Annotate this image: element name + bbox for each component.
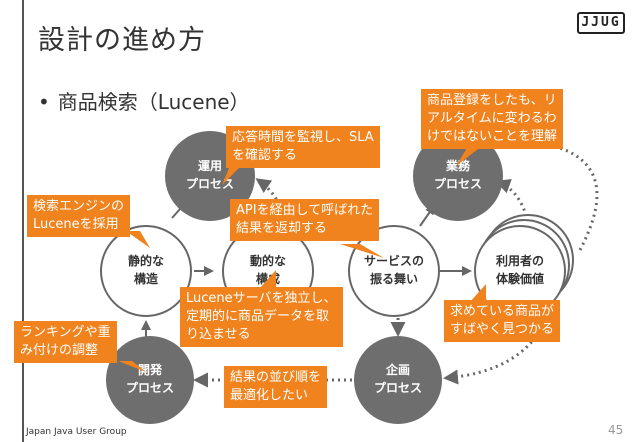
svg-text:利用者の体験価値: 利用者の体験価値 [496,253,544,286]
node-static-label-2: 構造 [134,271,159,286]
node-business-label-1: 業務 [445,158,471,173]
node-service-label-1: サービスの [364,253,424,268]
bullet-text: 商品検索（Lucene） [57,90,250,114]
node-planning-circle [354,336,442,424]
node-development-label-2: プロセス [126,380,174,395]
callout-find: 求めている商品が すばやく見つかる [444,300,561,342]
callout-ranking-pointer [118,361,146,372]
dotted-arrow-outer-loop [559,146,599,251]
callout-api: APIを経由して呼ばれた 結果を返却する [230,199,380,241]
svg-text:静的な構造: 静的な構造 [128,253,164,286]
node-development-circle [106,336,194,424]
callout-order: 結果の並び順を 最適化したい [224,366,328,408]
node-user-label-1: 利用者の [496,253,544,268]
callout-engine-line-1: 検索エンジンの [33,199,125,214]
callout-server-line-3: り込ませる [186,327,251,342]
callout-find-line-1: 求めている商品が [450,304,555,319]
dotted-arrow-dynamic-to-operation [255,178,286,223]
callout-sla: 応答時間を監視し、SLA を確認する [226,126,380,168]
node-static: 静的な構造 [100,225,192,317]
node-static-label-1: 静的な [128,253,164,268]
node-operation-label-1: 運用 [198,159,222,173]
callout-server-line-1: Luceneサーバを独立し、 [186,291,337,306]
callout-registration-line-1: 商品登録をしたも、リ [427,93,557,108]
svg-text:業務プロセス: 業務プロセス [434,158,482,191]
callout-server-pointer [260,270,276,288]
callout-sla-line-2: を確認する [232,148,298,163]
callout-engine: 検索エンジンの Luceneを採用 [27,195,131,237]
node-development: 開発プロセス [106,336,194,424]
bullet-dot-icon: • [38,90,50,114]
callout-server-line-2: 定期的に商品データを取 [186,309,330,324]
callout-order-line-1: 結果の並び順を [230,370,322,385]
bullet-item: • 商品検索（Lucene） [38,86,250,115]
svg-text:開発プロセス: 開発プロセス [126,362,174,395]
node-dynamic-label-1: 動的な [250,253,286,268]
node-business: 業務プロセス [413,131,503,221]
node-development-label-1: 開発 [138,362,163,377]
slide-title: 設計の進め方 [38,25,206,56]
callout-api-pointer [340,244,384,258]
callout-find-pointer [470,284,486,302]
callout-engine-line-2: Luceneを採用 [33,217,119,232]
left-rule [22,0,24,442]
callout-api-line-2: 結果を返却する [236,221,328,236]
node-business-label-2: プロセス [434,176,482,191]
logo-text: JJUG [581,15,621,30]
node-service-circle [348,225,440,317]
callout-server: Luceneサーバを独立し、 定期的に商品データを取 り込ませる [180,287,343,347]
node-service-label-2: 振る舞い [370,271,418,286]
node-operation-label-2: プロセス [186,176,234,191]
callout-registration-line-3: けではないことを理解 [427,129,558,144]
svg-text:サービスの振る舞い: サービスの振る舞い [364,253,424,286]
callout-registration-line-2: アルタイムに変わるわ [427,111,557,126]
callout-registration: 商品登録をしたも、リ アルタイムに変わるわ けではないことを理解 [421,89,564,149]
node-service: サービスの振る舞い [348,225,440,317]
svg-text:運用プロセス: 運用プロセス [186,159,234,191]
callout-order-line-2: 最適化したい [230,388,309,403]
svg-text:企画プロセス: 企画プロセス [374,362,422,395]
callout-sla-line-1: 応答時間を監視し、SLA [232,130,374,145]
node-planning-label-2: プロセス [374,380,422,395]
node-planning: 企画プロセス [354,336,442,424]
callout-ranking: ランキングや重 み付けの調整 [14,321,117,363]
callout-ranking-line-2: み付けの調整 [20,343,99,358]
node-business-circle [413,131,503,221]
node-planning-label-1: 企画 [385,362,410,377]
callout-ranking-line-1: ランキングや重 [20,325,111,340]
footer-text: Japan Java User Group [26,427,127,437]
jjug-logo: JJUG [577,12,625,34]
callout-api-line-1: APIを経由して呼ばれた [236,203,374,218]
callout-find-line-2: すばやく見つかる [450,322,555,337]
node-user-label-2: 体験価値 [496,271,544,286]
node-static-circle [100,225,192,317]
callout-engine-pointer [126,231,150,248]
page-number: 45 [608,423,624,437]
